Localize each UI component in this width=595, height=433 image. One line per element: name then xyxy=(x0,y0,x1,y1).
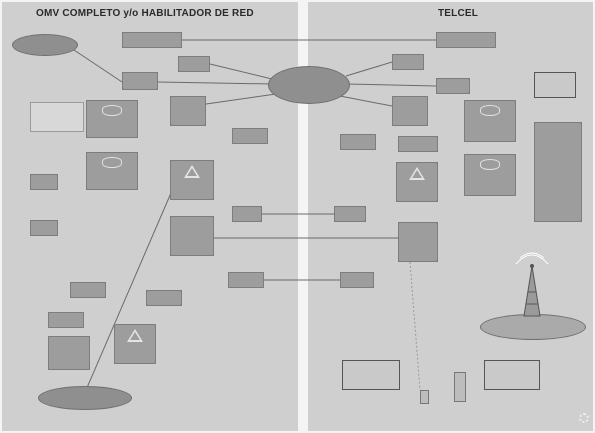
left-top-border-node xyxy=(122,32,182,48)
right-dns-node xyxy=(392,54,424,70)
left-mid-link-node xyxy=(232,206,262,222)
left-switch-node xyxy=(170,160,214,200)
right-top-border-node xyxy=(436,32,496,48)
right-switch-node xyxy=(396,162,438,202)
phone-icon xyxy=(420,390,429,404)
link-dns-to-core-cloud xyxy=(209,63,277,81)
database-icon xyxy=(480,105,500,116)
signal-arc-2 xyxy=(515,254,549,265)
link-cloud-to-router xyxy=(73,49,123,83)
left-small-node xyxy=(70,282,106,298)
triangle-switch-icon xyxy=(409,167,425,180)
right-lower-link-node xyxy=(340,272,374,288)
link-router-to-core-cloud xyxy=(157,81,273,85)
cloud-icon xyxy=(268,66,350,104)
left-small-node xyxy=(30,220,58,236)
left-router-node xyxy=(122,72,158,90)
left-small-node xyxy=(232,128,268,144)
left-database-node xyxy=(86,100,138,138)
link-node-to-core-cloud xyxy=(205,93,277,105)
signal-arc-1 xyxy=(519,252,545,259)
antenna-tower-icon xyxy=(523,264,541,317)
right-database-node xyxy=(464,154,516,196)
cloud-icon xyxy=(12,34,78,56)
right-mid-link-node xyxy=(334,206,366,222)
right-router-node xyxy=(436,78,470,94)
right-small-node xyxy=(398,136,438,152)
phone-icon xyxy=(454,372,466,402)
right-top-tag-box xyxy=(534,72,576,98)
left-lower-link-node xyxy=(228,272,264,288)
database-icon xyxy=(102,105,122,116)
left-msc-node xyxy=(170,216,214,256)
database-icon xyxy=(480,159,500,170)
database-icon xyxy=(102,157,122,168)
corner-mark-icon xyxy=(579,413,589,423)
triangle-switch-icon xyxy=(184,165,200,178)
left-bottom-node xyxy=(48,336,90,370)
link-core-cloud-to-right-node xyxy=(339,95,393,107)
panel-title-omv: OMV COMPLETO y/o HABILITADOR DE RED xyxy=(36,8,254,19)
link-core-cloud-to-right-dns xyxy=(345,61,393,77)
cloud-icon xyxy=(38,386,132,410)
right-msc-node xyxy=(398,222,438,262)
left-external-platform-node xyxy=(30,102,84,132)
left-small-node xyxy=(48,312,84,328)
left-small-node xyxy=(146,290,182,306)
bottom-tag-box-right xyxy=(484,360,540,390)
left-bottom-switch-node xyxy=(114,324,156,364)
right-small-node xyxy=(340,134,376,150)
left-database-node xyxy=(86,152,138,190)
left-gateway-node xyxy=(170,96,206,126)
panel-title-telcel: TELCEL xyxy=(438,8,479,19)
right-database-node xyxy=(464,100,516,142)
link-msc-to-phone xyxy=(409,261,421,391)
left-dns-node xyxy=(178,56,210,72)
right-tall-node xyxy=(534,122,582,222)
right-gateway-node xyxy=(392,96,428,126)
triangle-switch-icon xyxy=(127,329,143,342)
link-switch-to-bottom-cloud xyxy=(85,185,175,391)
bottom-tag-box-left xyxy=(342,360,400,390)
left-small-node xyxy=(30,174,58,190)
link-core-cloud-to-right-router xyxy=(345,83,437,87)
